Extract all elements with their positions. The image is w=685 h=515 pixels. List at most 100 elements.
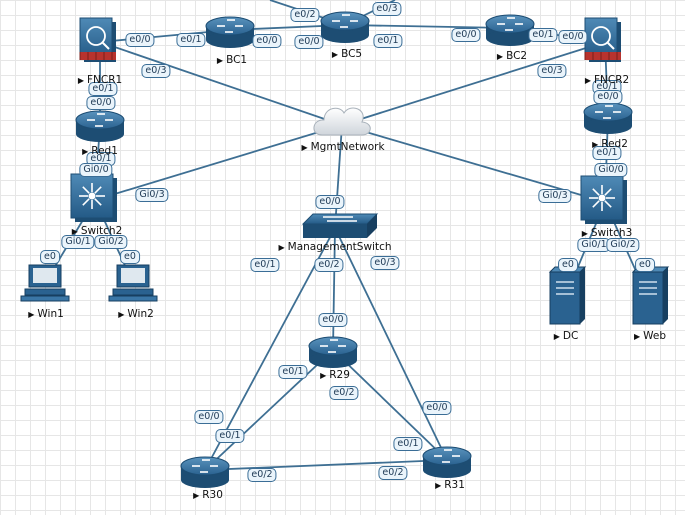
link-managementswitch-r31[interactable] — [334, 227, 448, 461]
node-r31[interactable] — [422, 446, 472, 478]
node-name: ManagementSwitch — [287, 241, 392, 253]
interface-label: e0 — [40, 250, 60, 264]
node-r30[interactable] — [180, 456, 230, 488]
node-switch2[interactable] — [70, 173, 117, 222]
nodes-layer — [20, 11, 670, 488]
node-red1[interactable] — [75, 110, 125, 142]
interface-label: e0/1 — [592, 146, 622, 160]
node-name: BC5 — [341, 48, 363, 60]
link-r30-r31[interactable] — [204, 459, 448, 471]
node-name: Red2 — [601, 138, 628, 150]
interface-label: e0/1 — [528, 28, 558, 42]
node-name: FNCR2 — [593, 74, 630, 86]
play-arrow-icon: ▶ — [118, 310, 125, 319]
router-icon — [422, 446, 472, 478]
interface-label: e0/1 — [278, 365, 308, 379]
play-arrow-icon: ▶ — [331, 50, 339, 59]
interface-label: e0/0 — [593, 90, 623, 104]
node-label-managementswitch: ▶ManagementSwitch — [278, 241, 391, 253]
play-arrow-icon: ▶ — [496, 52, 504, 61]
l3-switch-icon — [580, 175, 627, 224]
interface-label: e0/1 — [373, 34, 403, 48]
interface-label: Gi0/2 — [606, 238, 640, 252]
interface-label: e0/2 — [314, 258, 344, 272]
interface-label: Gi0/1 — [61, 235, 95, 249]
node-switch3[interactable] — [580, 175, 627, 224]
router-icon — [205, 16, 255, 48]
interface-label: e0/1 — [250, 258, 280, 272]
node-label-bc2: ▶BC2 — [497, 50, 527, 62]
link-fncr2-mgmtnetwork[interactable] — [341, 41, 606, 126]
play-arrow-icon: ▶ — [581, 229, 588, 238]
node-name: Win2 — [127, 308, 154, 320]
play-arrow-icon: ▶ — [320, 371, 327, 380]
node-bc1[interactable] — [205, 16, 255, 48]
node-dc[interactable] — [548, 266, 587, 325]
node-label-bc1: ▶BC1 — [217, 54, 247, 66]
router-icon — [308, 336, 358, 368]
interface-label: e0/2 — [329, 386, 359, 400]
node-fncr1[interactable] — [79, 17, 116, 62]
node-managementswitch[interactable] — [301, 213, 379, 238]
interface-label: e0/3 — [141, 64, 171, 78]
play-arrow-icon: ▶ — [435, 481, 442, 490]
interface-label: e0/1 — [88, 82, 118, 96]
interface-label: e0/0 — [558, 30, 588, 44]
interface-label: e0 — [120, 250, 140, 264]
node-label-r31: ▶R31 — [435, 479, 465, 491]
node-label-dc: ▶DC — [554, 330, 579, 342]
link-r29-r30[interactable] — [204, 349, 334, 471]
node-web[interactable] — [631, 266, 670, 325]
node-name: DC — [562, 330, 579, 342]
play-arrow-icon: ▶ — [193, 491, 200, 500]
interface-label: e0 — [635, 258, 655, 272]
interface-label: e0 — [558, 258, 578, 272]
interface-label: e0/0 — [252, 34, 282, 48]
node-label-bc5: ▶BC5 — [332, 48, 362, 60]
node-fncr2[interactable] — [584, 17, 621, 62]
l3-switch-icon — [70, 173, 117, 222]
play-arrow-icon: ▶ — [82, 147, 89, 156]
node-bc2[interactable] — [485, 14, 535, 46]
link-switch2-mgmtnetwork[interactable] — [94, 124, 343, 201]
firewall-icon — [79, 17, 116, 62]
link-managementswitch-r29[interactable] — [332, 227, 336, 351]
node-win1[interactable] — [20, 264, 70, 302]
interface-label: e0/3 — [370, 256, 400, 270]
interface-label: e0/1 — [393, 437, 423, 451]
router-icon — [320, 11, 370, 43]
interface-label: e0/0 — [318, 313, 348, 327]
interface-label: e0/0 — [315, 195, 345, 209]
node-label-fncr1: ▶FNCR1 — [78, 74, 122, 86]
node-label-fncr2: ▶FNCR2 — [585, 74, 629, 86]
interface-label: Gi0/3 — [135, 188, 169, 202]
workstation-icon — [108, 264, 158, 302]
play-arrow-icon: ▶ — [278, 243, 285, 252]
node-red2[interactable] — [583, 102, 633, 134]
interface-label: e0/0 — [451, 28, 481, 42]
link-mgmtnetwork-managementswitch[interactable] — [334, 124, 343, 229]
node-label-red1: ▶Red1 — [82, 145, 118, 157]
node-r29[interactable] — [308, 336, 358, 368]
link-bc5-bc2[interactable] — [344, 24, 511, 29]
play-arrow-icon: ▶ — [28, 310, 35, 319]
interface-label: e0/0 — [125, 33, 155, 47]
node-name: Web — [643, 330, 667, 342]
node-bc5[interactable] — [320, 11, 370, 43]
interface-label: Gi0/0 — [79, 163, 113, 177]
link-r29-r31[interactable] — [332, 349, 448, 461]
node-name: Win1 — [37, 308, 64, 320]
cloud-icon — [313, 107, 371, 136]
node-name: MgmtNetwork — [310, 141, 385, 153]
node-label-switch3: ▶Switch3 — [582, 227, 633, 239]
interface-label: e0/2 — [290, 8, 320, 22]
node-name: R29 — [329, 369, 350, 381]
server-icon — [548, 266, 587, 325]
link-fncr1-mgmtnetwork[interactable] — [99, 41, 343, 126]
node-label-red2: ▶Red2 — [592, 138, 628, 150]
node-label-win1: ▶Win1 — [28, 308, 64, 320]
node-mgmtnetwork[interactable] — [313, 107, 371, 136]
play-arrow-icon: ▶ — [77, 76, 84, 85]
interface-label: e0/0 — [422, 401, 452, 415]
node-win2[interactable] — [108, 264, 158, 302]
